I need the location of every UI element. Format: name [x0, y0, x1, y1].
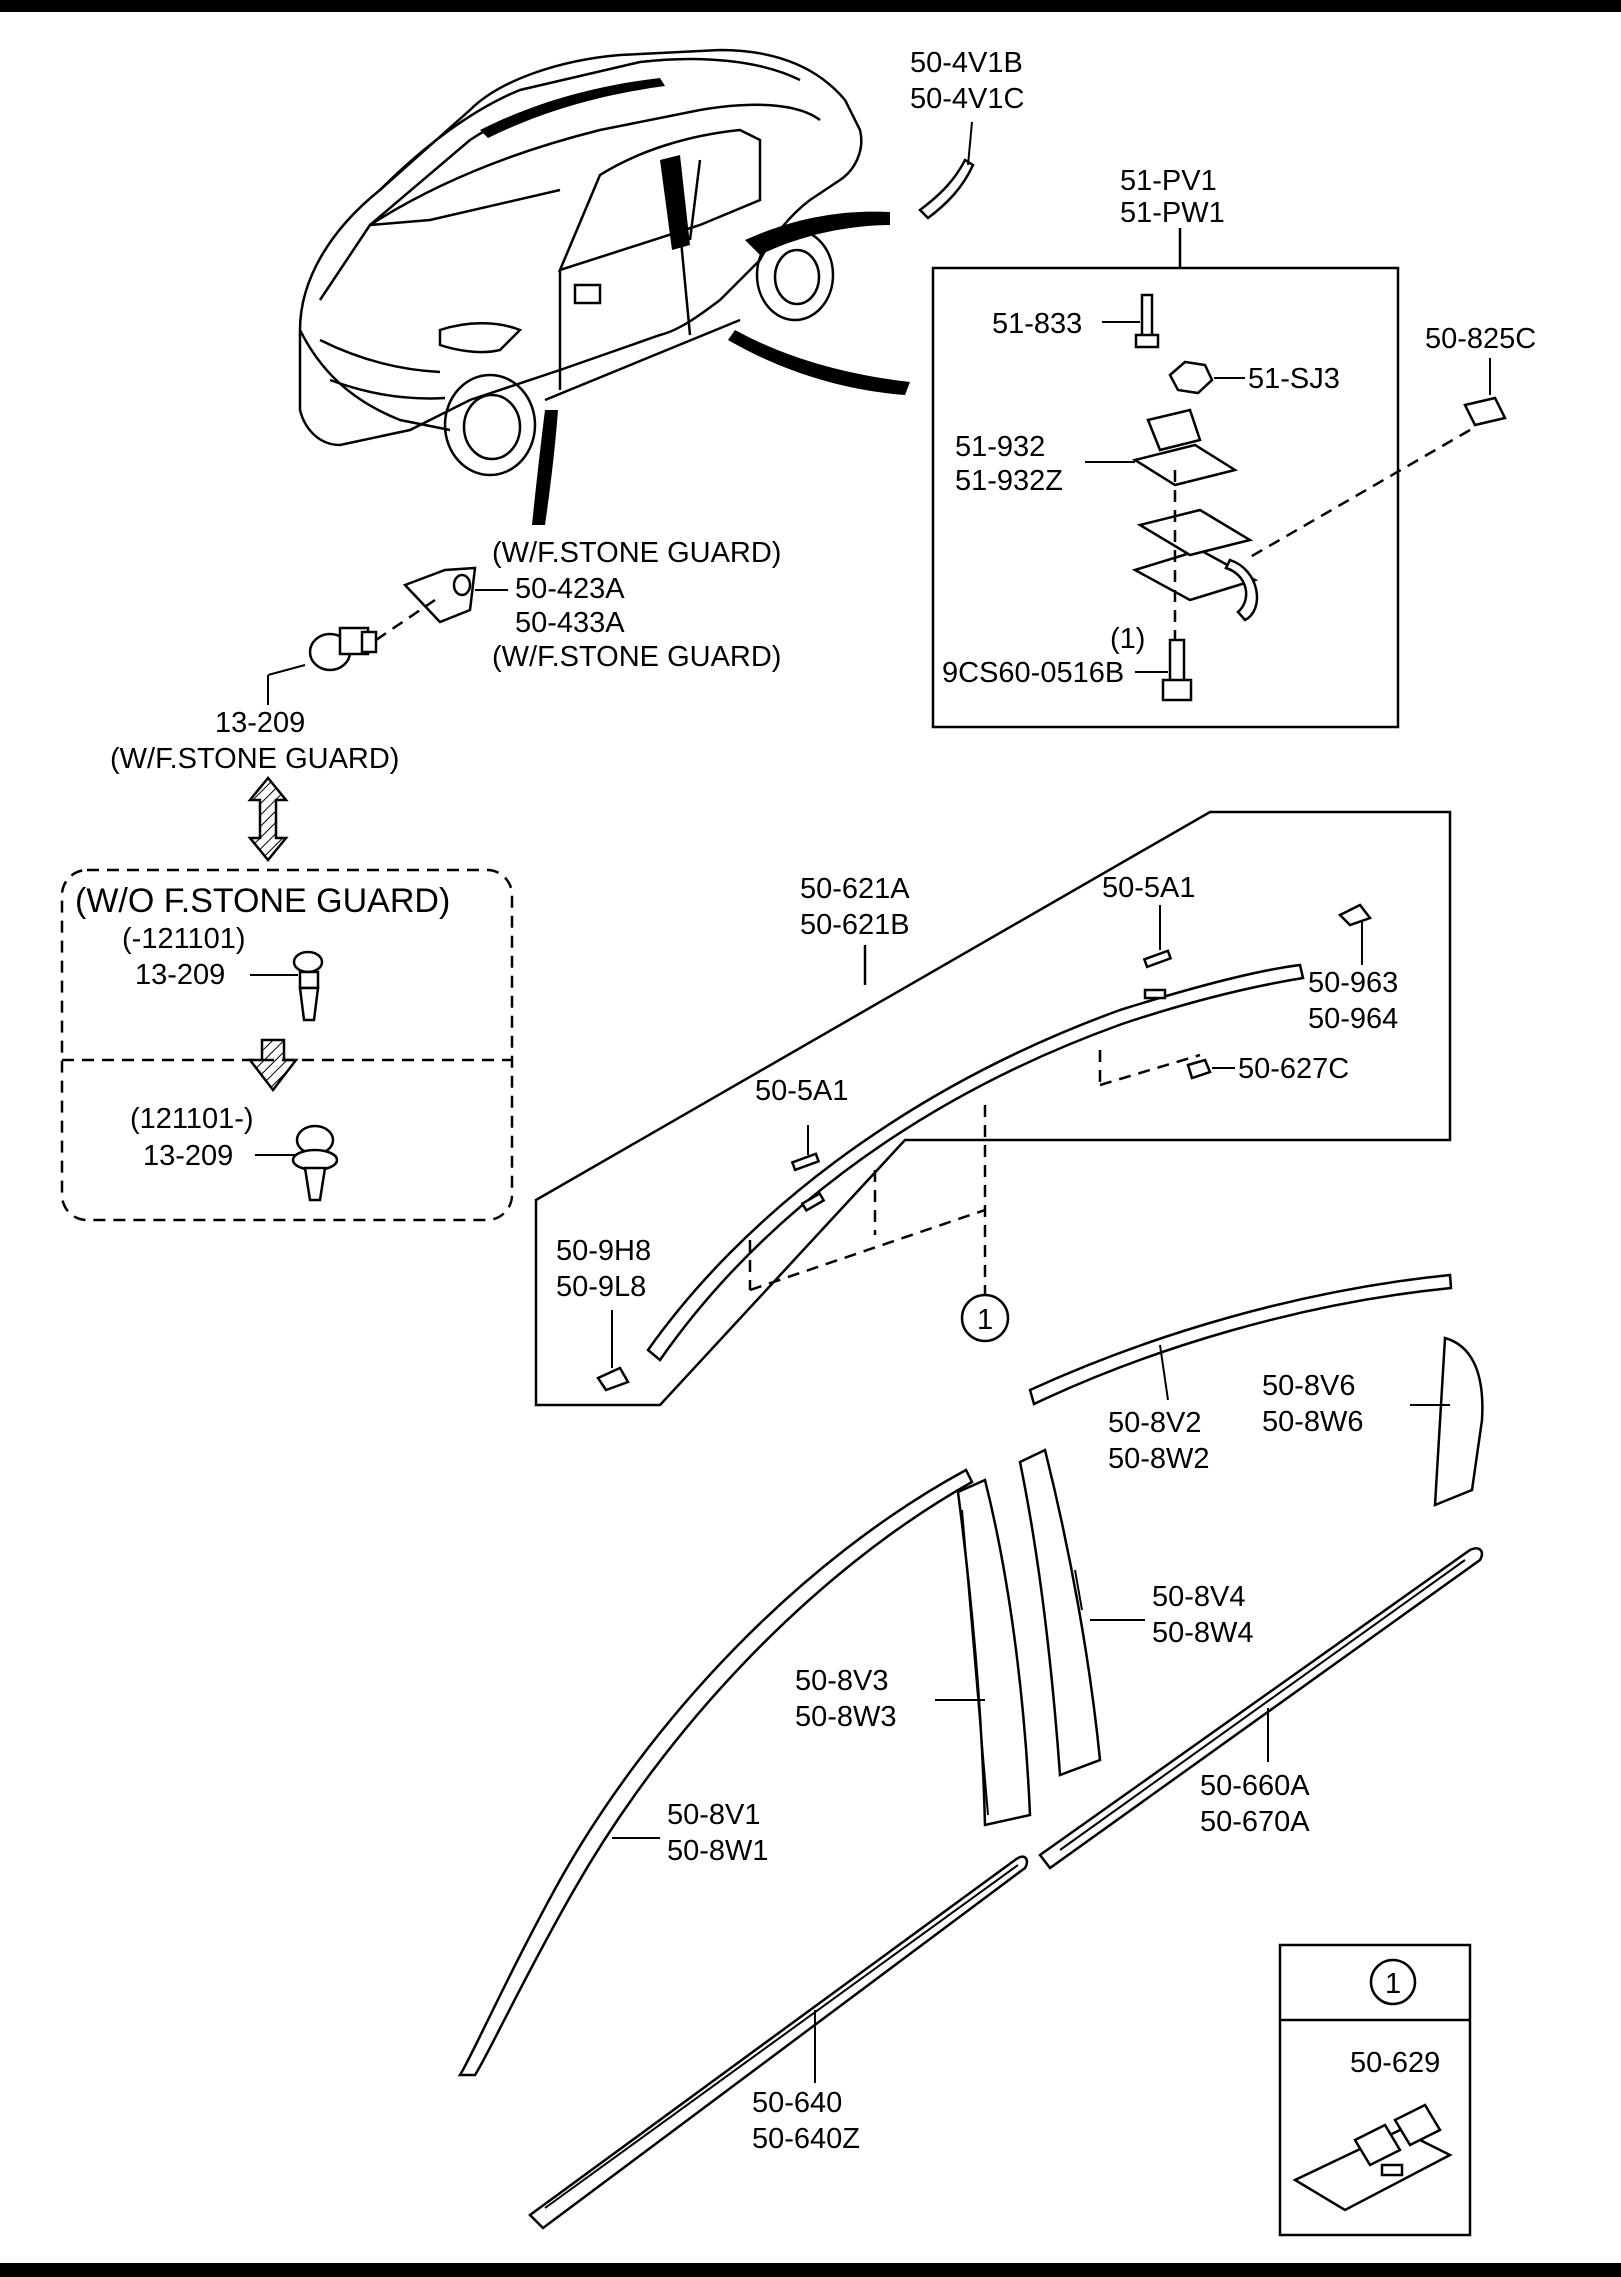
legend-box: [1278, 1943, 1472, 2237]
label-13-209-a: 13-209: [215, 707, 305, 739]
label-date-after: (121101-): [130, 1103, 254, 1135]
part-50-640: [528, 1855, 1029, 2230]
label-50-8v1: 50-8V1: [667, 1799, 761, 1831]
part-50-9h8: [596, 1310, 630, 1392]
label-51-sj3: 51-SJ3: [1248, 363, 1340, 395]
part-50-8v3: [935, 1478, 1032, 1827]
label-50-433a: 50-433A: [515, 607, 625, 639]
label-date-before: (-121101): [122, 923, 246, 955]
label-13-209-c: 13-209: [143, 1140, 233, 1172]
part-50-423a: [402, 566, 508, 624]
label-50-4v1b: 50-4V1B: [910, 47, 1023, 79]
label-50-660a: 50-660A: [1200, 1770, 1310, 1802]
part-50-627c: [1186, 1058, 1235, 1080]
label-50-9h8: 50-9H8: [556, 1235, 651, 1267]
part-9cs60-screw: [1135, 638, 1193, 702]
part-roof-molding: [646, 963, 1305, 1362]
label-50-8v4: 50-8V4: [1152, 1581, 1246, 1613]
label-50-5a1-b: 50-5A1: [755, 1075, 849, 1107]
car-illustration: [298, 48, 910, 525]
label-wf-stone-guard-c: (W/F.STONE GUARD): [110, 743, 399, 775]
part-50-629: [1292, 2103, 1453, 2212]
label-13-209-b: 13-209: [135, 959, 225, 991]
label-50-9l8: 50-9L8: [556, 1271, 646, 1303]
label-50-8w2: 50-8W2: [1108, 1443, 1210, 1475]
part-50-8v1: [457, 1468, 974, 2077]
part-13-209-clip-c: [255, 1124, 339, 1202]
label-51-pv1: 51-PV1: [1120, 165, 1217, 197]
label-qty-1: (1): [1110, 623, 1145, 655]
part-51-sj3: [1168, 360, 1245, 395]
interchange-arrow: [247, 776, 289, 862]
part-50-5a1-b: [790, 1125, 821, 1172]
label-50-627c: 50-627C: [1238, 1053, 1349, 1085]
label-50-423a: 50-423A: [515, 573, 625, 605]
label-50-621a: 50-621A: [800, 873, 910, 905]
label-51-932: 51-932: [955, 431, 1045, 463]
label-51-932z: 51-932Z: [955, 465, 1063, 497]
label-50-8w6: 50-8W6: [1262, 1406, 1364, 1438]
part-13-209-clip-a: [267, 598, 436, 705]
label-50-8v3: 50-8V3: [795, 1665, 889, 1697]
label-50-8v6: 50-8V6: [1262, 1370, 1356, 1402]
roof-molding-box: [534, 810, 1452, 1407]
label-50-8v2: 50-8V2: [1108, 1407, 1202, 1439]
part-51-833: [1102, 293, 1160, 349]
legend-callout-label: 1: [1385, 1968, 1401, 2000]
part-50-825c: [1244, 358, 1507, 562]
label-50-8w4: 50-8W4: [1152, 1617, 1254, 1649]
bracket-detail-box: [931, 266, 1400, 729]
part-50-4v1b: [918, 121, 975, 220]
part-50-8v4: [1018, 1448, 1145, 1777]
arrow-down: [247, 1038, 299, 1093]
label-50-964: 50-964: [1308, 1003, 1398, 1035]
bottom-border: [0, 2263, 1621, 2277]
label-50-621b: 50-621B: [800, 909, 910, 941]
part-bracket-assembly: [1131, 470, 1259, 640]
label-51-833: 51-833: [992, 308, 1082, 340]
part-50-8v6: [1410, 1336, 1484, 1507]
label-wf-stone-guard-a: (W/F.STONE GUARD): [492, 537, 781, 569]
label-51-pw1: 51-PW1: [1120, 197, 1225, 229]
callout-1-circle: [960, 1293, 1010, 1343]
label-50-4v1c: 50-4V1C: [910, 83, 1024, 115]
label-50-825c: 50-825C: [1425, 323, 1536, 355]
label-9cs60-0516b: 9CS60-0516B: [942, 657, 1124, 689]
part-51-932: [1085, 408, 1239, 487]
part-50-963: [1337, 903, 1373, 965]
label-50-640: 50-640: [752, 2087, 842, 2119]
top-border: [0, 0, 1621, 12]
label-50-670a: 50-670A: [1200, 1806, 1310, 1838]
label-wf-stone-guard-b: (W/F.STONE GUARD): [492, 641, 781, 673]
part-50-660a: [1038, 1547, 1484, 1870]
label-50-640z: 50-640Z: [752, 2123, 860, 2155]
part-50-8v2: [1028, 1273, 1453, 1406]
label-50-963: 50-963: [1308, 967, 1398, 999]
label-50-8w3: 50-8W3: [795, 1701, 897, 1733]
part-50-5a1-a: [1142, 905, 1173, 969]
label-50-629: 50-629: [1350, 2047, 1440, 2079]
part-13-209-clip-b: [250, 950, 324, 1022]
label-50-8w1: 50-8W1: [667, 1835, 769, 1867]
wo-stone-guard-box: [60, 868, 514, 1222]
label-wo-stone-guard: (W/O F.STONE GUARD): [75, 882, 450, 920]
callout-1-label: 1: [977, 1304, 993, 1336]
label-50-5a1-a: 50-5A1: [1102, 872, 1196, 904]
legend-callout-circle: [1369, 1958, 1417, 2006]
